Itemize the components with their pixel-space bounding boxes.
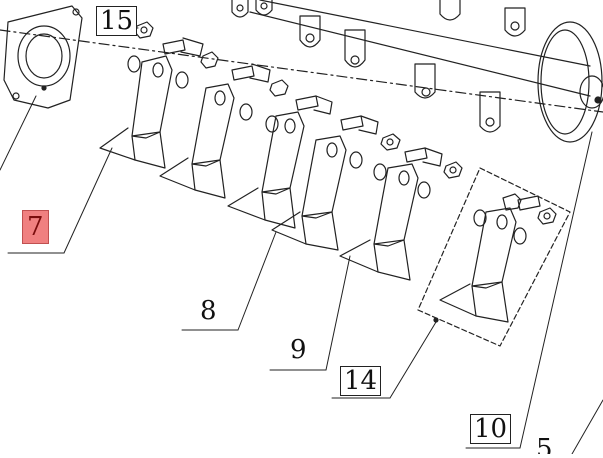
leader-lines bbox=[0, 27, 603, 455]
callout-9: 9 bbox=[290, 335, 307, 365]
callout-14: 14 bbox=[340, 366, 382, 396]
blades bbox=[99, 55, 517, 323]
shaft bbox=[0, 0, 603, 113]
callout-5: 5 bbox=[536, 436, 553, 454]
fasteners bbox=[134, 21, 557, 225]
shaft-lugs bbox=[231, 0, 526, 133]
callout-7: 7 bbox=[22, 210, 49, 244]
callout-8: 8 bbox=[200, 296, 217, 326]
flange-plate bbox=[3, 5, 83, 109]
shaft-end-disc bbox=[537, 21, 603, 143]
callout-10: 10 bbox=[470, 414, 512, 444]
callout-15: 15 bbox=[96, 6, 138, 36]
washers bbox=[127, 55, 527, 245]
